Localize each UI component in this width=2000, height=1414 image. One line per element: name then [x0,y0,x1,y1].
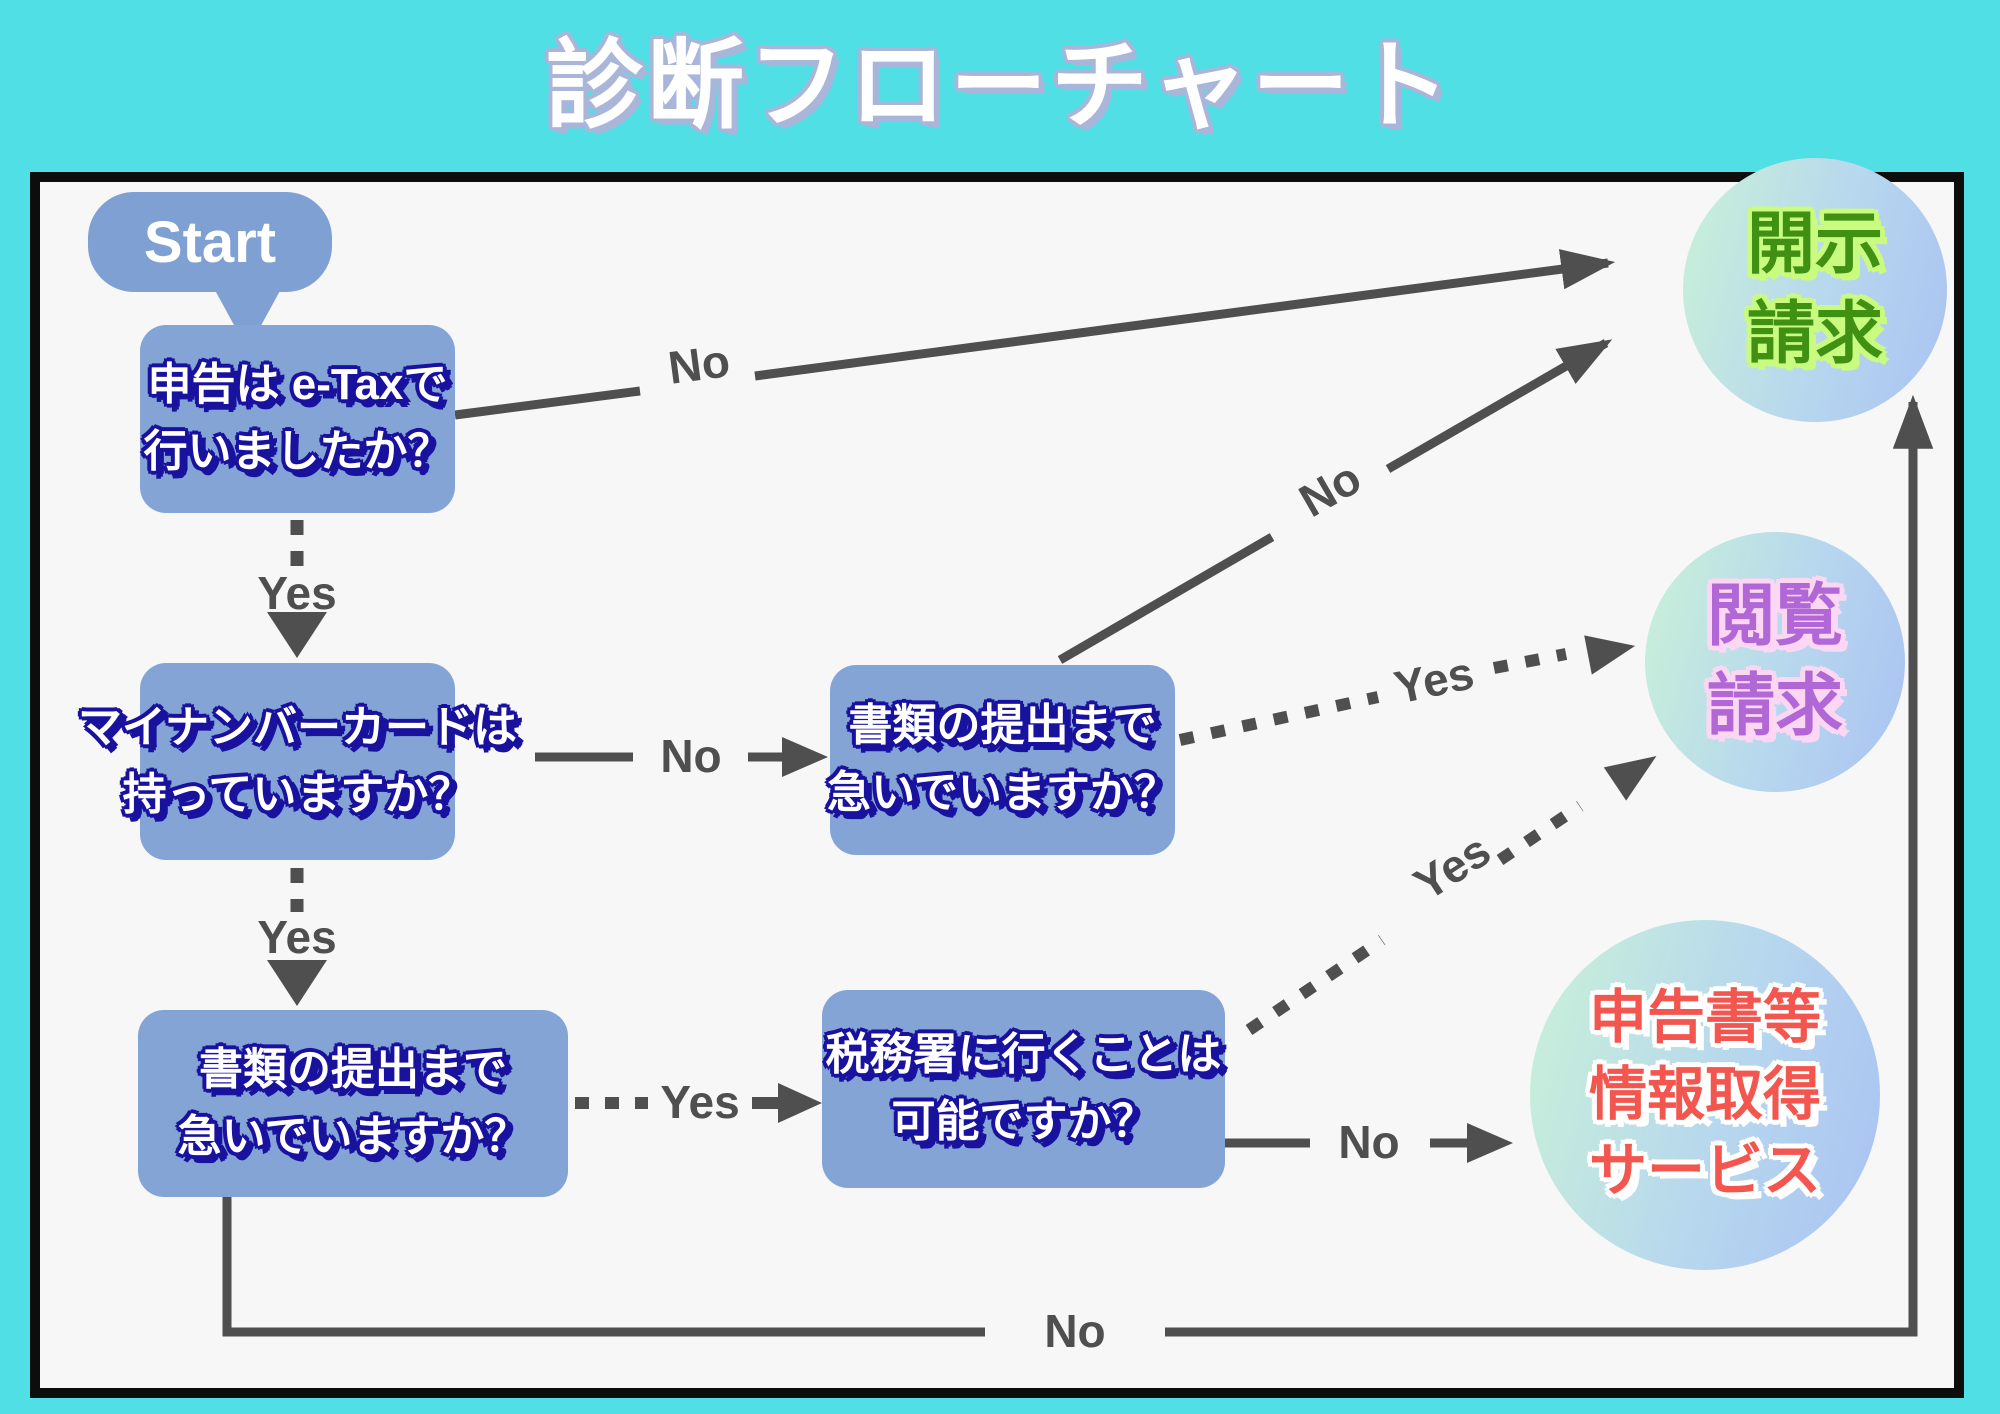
node-q1-line1: 申告は e-Taxで [147,360,448,410]
node-q2-line1: マイナンバーカードは [77,702,518,752]
outcome-service-line2: 情報取得 [1588,1061,1821,1127]
outcome-disclosure-request: 開示 請求 [1683,158,1947,422]
outcome-disclosure-line2: 請求 [1746,296,1883,372]
node-q3-urgent: 書類の提出まで 急いでいますか？ [138,1010,568,1197]
node-q4-urgent: 書類の提出まで 急いでいますか？ [827,665,1178,855]
node-q4-line1: 書類の提出まで [848,701,1157,751]
outcome-return-info-service: 申告書等 情報取得 サービス [1530,920,1880,1270]
node-q3-line2: 急いでいますか？ [177,1111,529,1161]
node-q4-line2: 急いでいますか？ [827,768,1178,817]
outcome-disclosure-line1: 開示 [1746,206,1883,283]
node-q1-etax: 申告は e-Taxで 行いましたか？ [140,325,455,513]
node-q5-taxoffice: 税務署に行くことは 可能ですか？ [822,990,1225,1188]
page-title: 診断フローチャート [545,31,1455,140]
node-q2-line2: 持っていますか？ [122,769,473,819]
start-label: Start [143,209,277,275]
node-q5-line1: 税務署に行くことは [825,1030,1222,1080]
outcome-service-line1: 申告書等 [1588,985,1821,1051]
node-q1-line2: 行いましたか？ [143,427,452,476]
outcome-viewing-line1: 閲覧 [1706,578,1843,655]
node-q2-mynumber: マイナンバーカードは 持っていますか？ [78,663,517,860]
outcome-viewing-line2: 請求 [1706,668,1843,744]
node-q5-line2: 可能ですか？ [891,1097,1156,1146]
outcome-viewing-request: 閲覧 請求 [1645,532,1905,792]
outcome-service-line3: サービス [1588,1138,1821,1204]
node-q3-line1: 書類の提出まで [199,1044,507,1094]
start-bubble: Start [88,192,332,292]
